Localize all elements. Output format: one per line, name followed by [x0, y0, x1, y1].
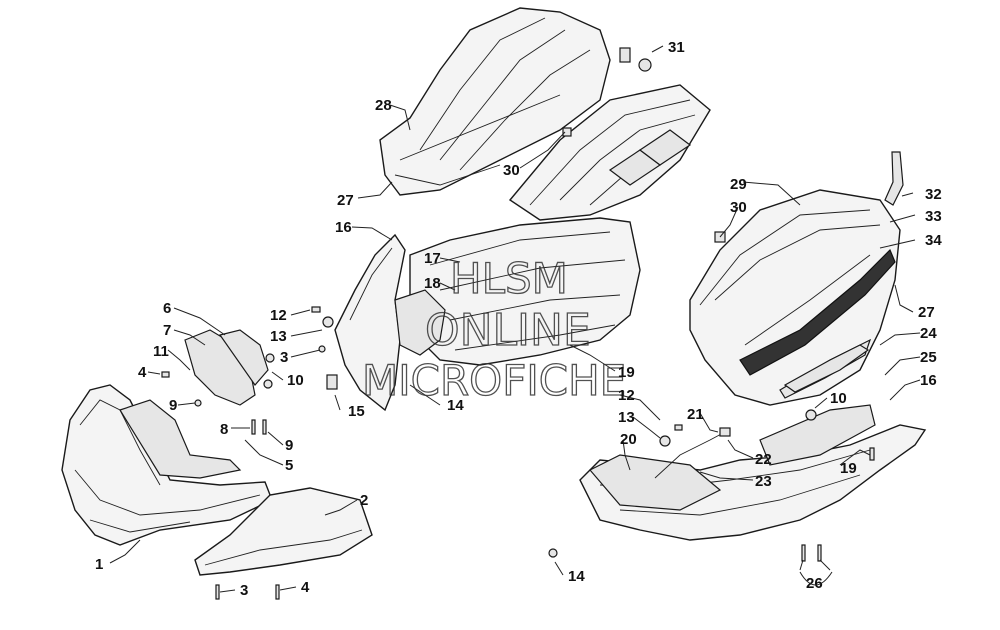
- callout-labels: 31 28 30 27 16 29 30 32 33 34 27 17 18 1…: [95, 39, 942, 599]
- callout-10: 10: [830, 390, 847, 407]
- callout-26-bracket: [799, 571, 833, 586]
- callout-12: 12: [618, 387, 635, 404]
- left-skid-plate-2: [194, 487, 373, 576]
- upper-hood-panel-28: [379, 7, 611, 196]
- callout-13: 13: [618, 409, 635, 426]
- bracket-32: [884, 151, 904, 206]
- callout-11: 11: [153, 343, 169, 360]
- callout-20: 20: [620, 431, 637, 448]
- upper-seat-grille-29: [508, 84, 711, 221]
- callout-32: 32: [925, 186, 942, 203]
- callout-24: 24: [920, 325, 937, 342]
- callout-4: 4: [301, 579, 310, 596]
- callout-30: 30: [503, 162, 520, 179]
- callout-19: 19: [618, 364, 635, 381]
- callout-34: 34: [925, 232, 942, 249]
- callout-16: 16: [335, 219, 352, 236]
- callout-3: 3: [280, 349, 288, 366]
- callout-18: 18: [424, 275, 441, 292]
- left-bracket-5: [184, 329, 269, 406]
- center-belly-pan: [409, 217, 641, 366]
- right-bracket-24: [783, 344, 870, 393]
- callout-16: 16: [920, 372, 937, 389]
- callout-8: 8: [220, 421, 228, 438]
- callout-14: 14: [568, 568, 585, 585]
- callout-26: 26: [806, 575, 823, 592]
- callout-10: 10: [287, 372, 304, 389]
- callout-33: 33: [925, 208, 942, 225]
- callout-9: 9: [169, 397, 177, 414]
- callout-7: 7: [163, 322, 171, 339]
- watermark-line3: MICROFICHE: [362, 356, 626, 405]
- callout-9: 9: [285, 437, 293, 454]
- callout-28: 28: [375, 97, 392, 114]
- center-side-panel-16: [334, 233, 446, 412]
- right-console-panel: [689, 189, 901, 406]
- callout-15: 15: [348, 403, 365, 420]
- callout-27: 27: [337, 192, 354, 209]
- callout-5: 5: [285, 457, 293, 474]
- callout-14: 14: [447, 397, 464, 414]
- callout-27: 27: [918, 304, 935, 321]
- callout-30: 30: [730, 199, 747, 216]
- callout-29: 29: [730, 176, 747, 193]
- watermark: HLSM ONLINE MICROFICHE: [361, 253, 626, 405]
- callout-4: 4: [138, 364, 147, 381]
- callout-22: 22: [755, 451, 772, 468]
- leader-lines: [109, 45, 921, 593]
- callout-13: 13: [270, 328, 287, 345]
- callout-25: 25: [920, 349, 937, 366]
- callout-17: 17: [424, 250, 441, 267]
- callout-2: 2: [360, 492, 368, 509]
- callout-31: 31: [668, 39, 685, 56]
- callout-23: 23: [755, 473, 772, 490]
- callout-3: 3: [240, 582, 248, 599]
- right-lower-belly-pan: [579, 404, 927, 541]
- callout-19: 19: [840, 460, 857, 477]
- callout-12: 12: [270, 307, 287, 324]
- watermark-line1: HLSM: [450, 254, 568, 303]
- callout-21: 21: [687, 406, 704, 423]
- callout-1: 1: [95, 556, 103, 573]
- left-nose-pan-1: [61, 384, 273, 546]
- callout-6: 6: [163, 300, 171, 317]
- watermark-line2: ONLINE: [425, 305, 591, 356]
